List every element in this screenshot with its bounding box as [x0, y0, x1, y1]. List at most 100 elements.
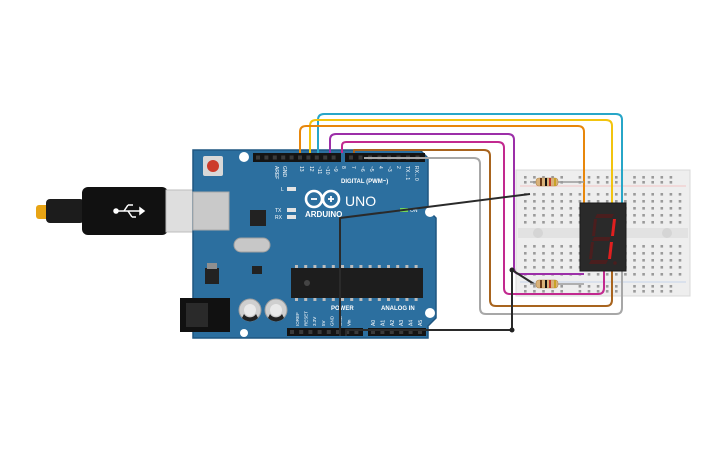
breadboard-hole[interactable] — [569, 259, 573, 262]
pin-hole[interactable] — [298, 155, 302, 160]
pin-hole[interactable] — [380, 330, 385, 334]
breadboard-hole[interactable] — [678, 259, 682, 262]
breadboard-hole[interactable] — [669, 290, 673, 293]
breadboard-hole[interactable] — [660, 207, 664, 210]
breadboard-hole[interactable] — [660, 193, 664, 196]
pin-hole[interactable] — [331, 155, 336, 160]
breadboard-hole[interactable] — [651, 193, 654, 196]
breadboard-hole[interactable] — [615, 200, 618, 203]
breadboard-hole[interactable] — [633, 207, 636, 210]
breadboard-hole[interactable] — [651, 252, 654, 255]
breadboard-hole[interactable] — [587, 290, 591, 293]
wire-brown[interactable] — [353, 149, 613, 307]
breadboard-hole[interactable] — [524, 221, 527, 224]
breadboard-hole[interactable] — [642, 266, 645, 269]
breadboard-hole[interactable] — [669, 273, 673, 276]
breadboard-hole[interactable] — [660, 252, 664, 255]
breadboard-hole[interactable] — [605, 181, 609, 184]
breadboard-hole[interactable] — [633, 290, 636, 293]
breadboard-hole[interactable] — [633, 181, 636, 184]
breadboard-hole[interactable] — [669, 207, 673, 210]
breadboard-hole[interactable] — [569, 200, 573, 203]
breadboard-hole[interactable] — [524, 176, 527, 179]
breadboard-hole[interactable] — [524, 285, 527, 288]
breadboard-hole[interactable] — [578, 285, 582, 288]
breadboard-hole[interactable] — [569, 214, 573, 217]
breadboard-hole[interactable] — [587, 200, 591, 203]
breadboard-hole[interactable] — [587, 193, 591, 196]
breadboard-hole[interactable] — [596, 200, 600, 203]
breadboard-hole[interactable] — [633, 259, 636, 262]
breadboard-hole[interactable] — [533, 266, 536, 269]
breadboard-hole[interactable] — [642, 207, 645, 210]
breadboard-hole[interactable] — [660, 266, 664, 269]
breadboard-hole[interactable] — [533, 290, 536, 293]
breadboard-hole[interactable] — [560, 193, 563, 196]
breadboard-hole[interactable] — [587, 181, 591, 184]
breadboard-hole[interactable] — [542, 252, 545, 255]
breadboard-hole[interactable] — [569, 252, 573, 255]
wire-yellow[interactable] — [309, 119, 613, 208]
pin-hole[interactable] — [354, 330, 359, 334]
breadboard-hole[interactable] — [669, 181, 673, 184]
breadboard-hole[interactable] — [605, 176, 609, 179]
breadboard-hole[interactable] — [642, 221, 645, 224]
pin-hole[interactable] — [418, 330, 422, 334]
pin-hole[interactable] — [299, 330, 304, 334]
breadboard-hole[interactable] — [596, 176, 600, 179]
pin-hole[interactable] — [323, 155, 328, 160]
breadboard-hole[interactable] — [678, 252, 682, 255]
breadboard-hole[interactable] — [615, 285, 618, 288]
breadboard-hole[interactable] — [560, 266, 563, 269]
pin-hole[interactable] — [290, 330, 294, 334]
pin-hole[interactable] — [308, 330, 313, 334]
breadboard-hole[interactable] — [660, 181, 664, 184]
breadboard-hole[interactable] — [642, 285, 645, 288]
breadboard-hole[interactable] — [542, 193, 545, 196]
breadboard-hole[interactable] — [651, 273, 654, 276]
breadboard-hole[interactable] — [542, 259, 545, 262]
breadboard-hole[interactable] — [569, 221, 573, 224]
breadboard-hole[interactable] — [569, 207, 573, 210]
breadboard-hole[interactable] — [633, 176, 636, 179]
pin-hole[interactable] — [371, 330, 375, 334]
breadboard-hole[interactable] — [542, 221, 545, 224]
breadboard-hole[interactable] — [560, 221, 563, 224]
breadboard-hole[interactable] — [678, 266, 682, 269]
pin-hole[interactable] — [389, 330, 394, 334]
breadboard-hole[interactable] — [651, 285, 654, 288]
breadboard-hole[interactable] — [596, 290, 600, 293]
breadboard-hole[interactable] — [669, 245, 673, 248]
breadboard-hole[interactable] — [542, 207, 545, 210]
breadboard-hole[interactable] — [678, 214, 682, 217]
breadboard-hole[interactable] — [651, 245, 654, 248]
seven-segment-display[interactable] — [579, 202, 627, 272]
breadboard-hole[interactable] — [551, 176, 554, 179]
breadboard-hole[interactable] — [533, 193, 536, 196]
breadboard-hole[interactable] — [551, 252, 554, 255]
breadboard-hole[interactable] — [551, 200, 554, 203]
breadboard-hole[interactable] — [678, 200, 682, 203]
breadboard-hole[interactable] — [678, 273, 682, 276]
breadboard-hole[interactable] — [633, 214, 636, 217]
breadboard-hole[interactable] — [633, 252, 636, 255]
pin-hole[interactable] — [314, 155, 319, 160]
pin-hole[interactable] — [289, 155, 294, 160]
breadboard-hole[interactable] — [605, 290, 609, 293]
breadboard-hole[interactable] — [560, 290, 563, 293]
pin-hole[interactable] — [345, 330, 350, 334]
breadboard-hole[interactable] — [660, 259, 664, 262]
breadboard-hole[interactable] — [533, 245, 536, 248]
breadboard-hole[interactable] — [624, 200, 627, 203]
breadboard-hole[interactable] — [560, 245, 563, 248]
wire-gray[interactable] — [364, 157, 623, 315]
wire-cyan[interactable] — [317, 113, 623, 208]
breadboard-hole[interactable] — [560, 252, 563, 255]
breadboard-hole[interactable] — [669, 200, 673, 203]
breadboard-hole[interactable] — [524, 252, 527, 255]
breadboard-hole[interactable] — [669, 176, 673, 179]
breadboard-hole[interactable] — [524, 290, 527, 293]
breadboard-hole[interactable] — [642, 200, 645, 203]
breadboard-hole[interactable] — [615, 193, 618, 196]
breadboard-hole[interactable] — [533, 207, 536, 210]
